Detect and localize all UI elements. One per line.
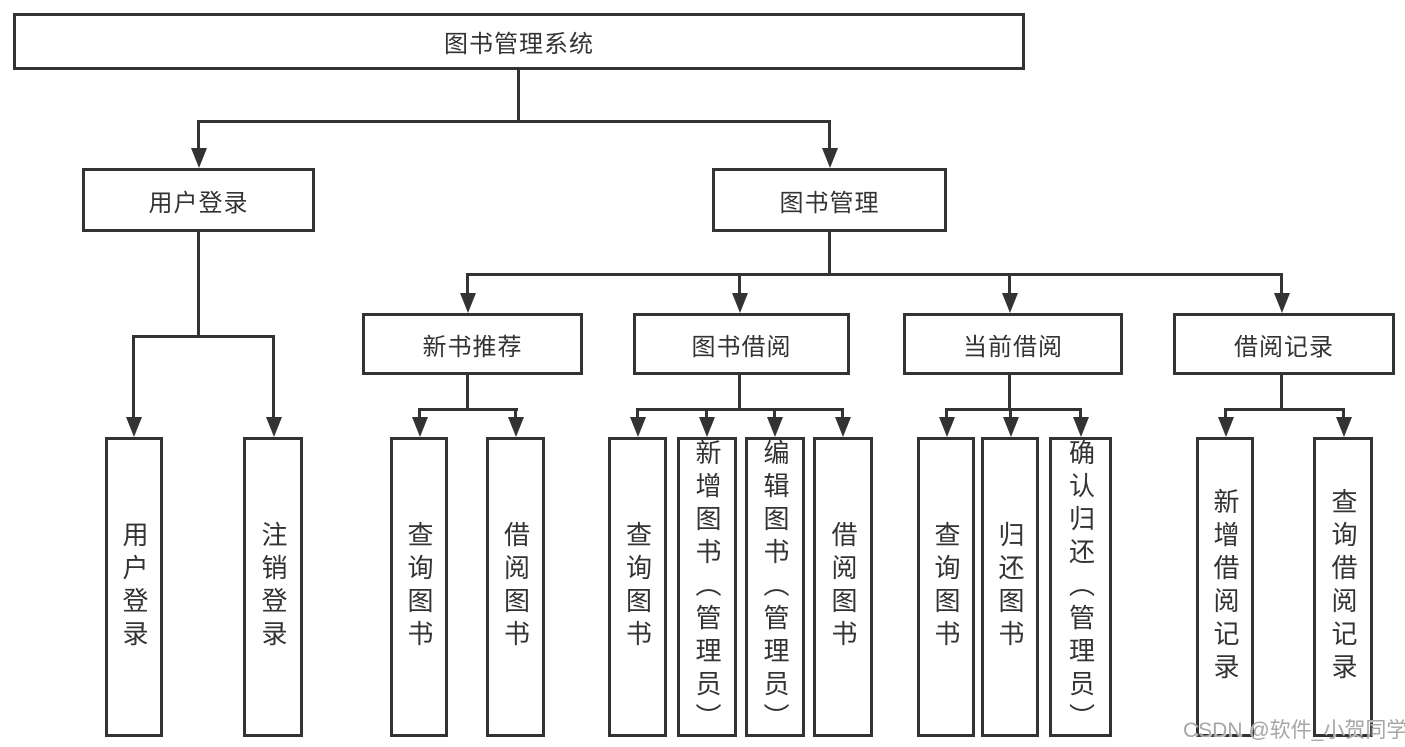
leaf-label: 新增图书（管理员） <box>692 438 722 736</box>
leaf-label: 查询图书 <box>622 521 653 653</box>
connector-branch-level3 <box>466 273 1283 276</box>
arrow-down-icon <box>1008 273 1011 293</box>
node-label: 图书借阅 <box>691 333 792 361</box>
arrow-down-icon <box>1009 408 1012 417</box>
leaf-label: 新增借阅记录 <box>1210 488 1240 686</box>
node-user-login: 用户登录 <box>82 168 315 232</box>
connector-branch-borrowing-records <box>1224 408 1345 411</box>
node-label: 用户登录 <box>148 189 249 217</box>
leaf-label: 借阅图书 <box>500 521 531 653</box>
arrow-down-icon <box>514 408 517 417</box>
arrow-down-icon <box>773 408 776 417</box>
leaf-label: 查询图书 <box>931 521 961 653</box>
arrow-down-icon <box>738 273 741 293</box>
leaf-label: 查询图书 <box>404 521 434 653</box>
leaf-label: 确认归还（管理员） <box>1065 438 1096 736</box>
arrow-down-icon <box>1224 408 1227 417</box>
node-book-management: 图书管理 <box>712 168 947 232</box>
leaf-label: 注销登录 <box>258 521 288 653</box>
leaf-borrow-books-1: 借阅图书 <box>486 437 545 737</box>
connector-trunk-current-borrowing <box>1008 375 1011 411</box>
arrow-down-icon <box>636 408 639 417</box>
connector-branch-level2 <box>197 120 831 123</box>
arrow-down-icon <box>132 335 135 417</box>
leaf-label: 归还图书 <box>995 521 1025 653</box>
arrow-down-icon <box>705 408 708 417</box>
leaf-edit-books-admin: 编辑图书（管理员） <box>745 437 805 737</box>
arrow-down-icon <box>466 273 469 293</box>
leaf-confirm-return-admin: 确认归还（管理员） <box>1049 437 1112 737</box>
arrow-down-icon <box>841 408 844 417</box>
arrow-down-icon <box>197 120 200 148</box>
leaf-label: 用户登录 <box>119 521 149 653</box>
node-label: 当前借阅 <box>963 333 1063 361</box>
leaf-query-books-1: 查询图书 <box>390 437 448 737</box>
leaf-label: 编辑图书（管理员） <box>760 438 790 736</box>
arrow-down-icon <box>1342 408 1345 417</box>
node-label: 图书管理系统 <box>444 31 594 58</box>
arrow-down-icon <box>828 120 831 148</box>
connector-branch-book-borrowing <box>636 408 844 411</box>
connector-trunk-user-login <box>197 232 200 338</box>
node-label: 新书推荐 <box>422 333 523 361</box>
node-new-book-recommend: 新书推荐 <box>362 313 583 375</box>
leaf-add-books-admin: 新增图书（管理员） <box>677 437 737 737</box>
leaf-logout: 注销登录 <box>243 437 303 737</box>
leaf-borrow-books-2: 借阅图书 <box>813 437 873 737</box>
node-label: 借阅记录 <box>1234 333 1334 361</box>
node-root-system: 图书管理系统 <box>13 13 1025 70</box>
leaf-query-books-2: 查询图书 <box>608 437 667 737</box>
node-book-borrowing: 图书借阅 <box>633 313 850 375</box>
connector-trunk-borrowing-records <box>1280 375 1283 411</box>
leaf-add-borrow-record: 新增借阅记录 <box>1196 437 1254 737</box>
connector-branch-user-login <box>132 335 275 338</box>
node-borrowing-records: 借阅记录 <box>1173 313 1395 375</box>
arrow-down-icon <box>1280 273 1283 293</box>
node-current-borrowing: 当前借阅 <box>903 313 1123 375</box>
csdn-watermark: CSDN @软件_小贺同学 <box>1183 719 1405 742</box>
connector-trunk-new-book <box>466 375 469 411</box>
leaf-return-books: 归还图书 <box>981 437 1039 737</box>
leaf-user-login: 用户登录 <box>105 437 163 737</box>
node-label: 图书管理 <box>779 189 880 217</box>
arrow-down-icon <box>272 335 275 417</box>
connector-branch-new-book <box>418 408 518 411</box>
connector-trunk-book-management <box>828 232 831 276</box>
connector-trunk-root <box>517 70 520 123</box>
connector-trunk-book-borrowing <box>738 375 741 411</box>
arrow-down-icon <box>418 408 421 417</box>
leaf-label: 查询借阅记录 <box>1328 488 1358 686</box>
connector-branch-current-borrowing <box>945 408 1082 411</box>
leaf-label: 借阅图书 <box>828 521 858 653</box>
arrow-down-icon <box>1079 408 1082 417</box>
leaf-query-borrow-record: 查询借阅记录 <box>1313 437 1373 737</box>
leaf-query-books-3: 查询图书 <box>917 437 975 737</box>
arrow-down-icon <box>945 408 948 417</box>
